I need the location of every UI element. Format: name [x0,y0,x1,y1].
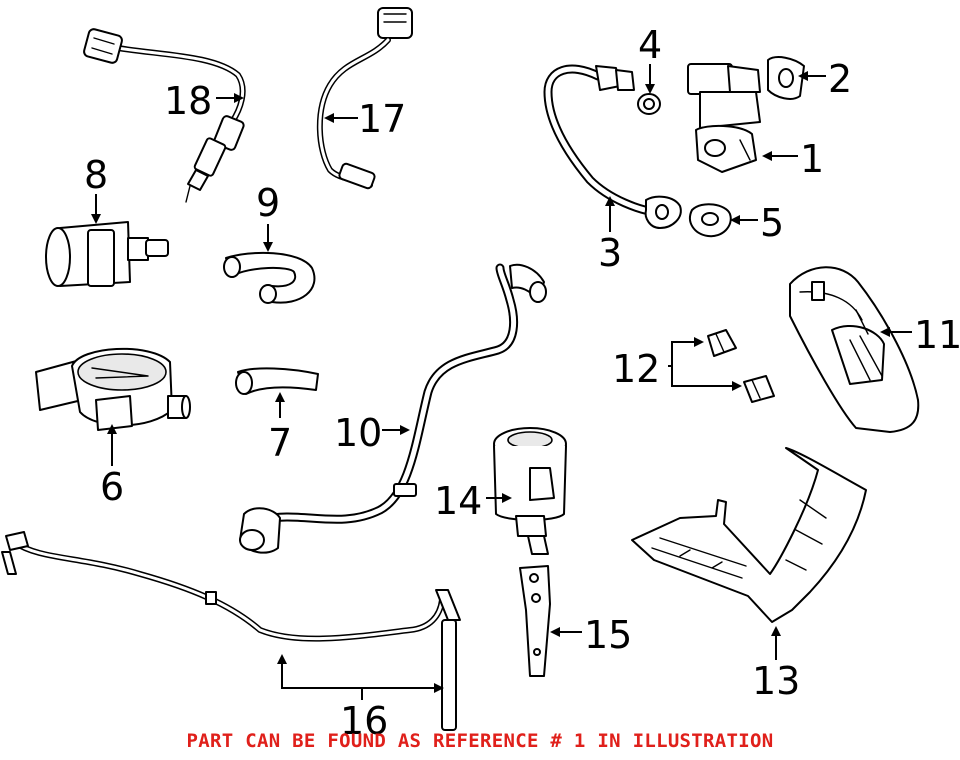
callout-2: 2 [828,57,852,101]
part-16-fuel-line[interactable] [1,531,461,731]
part-15-bracket[interactable] [519,565,551,677]
callout-10: 10 [334,411,382,455]
callout-8: 8 [84,153,108,197]
part-8-purge-solenoid[interactable] [45,221,169,287]
callout-6: 6 [100,465,124,509]
callout-16: 16 [340,699,388,743]
part-18-oxygen-sensor[interactable] [83,28,246,203]
part-9-hose[interactable] [223,251,316,304]
part-5-gasket[interactable] [689,203,732,238]
callout-5: 5 [760,201,784,245]
callout-18: 18 [164,79,212,123]
callout-14: 14 [434,479,482,523]
callout-numbers: 1 2 3 4 5 6 7 8 9 10 11 12 13 14 15 16 1… [84,23,960,743]
part-7-small-hose[interactable] [235,367,319,395]
callout-11: 11 [914,313,960,357]
callout-12: 12 [612,347,660,391]
part-3-egr-tube[interactable] [543,64,682,229]
callout-7: 7 [268,421,292,465]
part-10-vacuum-hose[interactable] [239,263,547,554]
callout-1: 1 [800,137,824,181]
part-12-clips[interactable] [707,329,775,403]
part-13-heat-shield[interactable] [631,447,867,623]
callout-9: 9 [256,181,280,225]
part-14-pump[interactable] [493,427,567,555]
part-11-reservoir-cover[interactable] [789,266,920,433]
part-2-gasket[interactable] [767,56,805,100]
callout-3: 3 [598,231,622,275]
part-1-egr-valve[interactable] [687,63,761,173]
part-17-sensor-harness[interactable] [316,7,413,190]
callout-4: 4 [638,23,662,67]
leader-lines [91,64,912,700]
reference-note: PART CAN BE FOUND AS REFERENCE # 1 IN IL… [186,730,774,752]
part-6-valve-assembly[interactable] [35,347,191,431]
callout-13: 13 [752,659,800,703]
callout-17: 17 [358,97,406,141]
part-4-seal-ring[interactable] [637,93,661,115]
callout-15: 15 [584,613,632,657]
